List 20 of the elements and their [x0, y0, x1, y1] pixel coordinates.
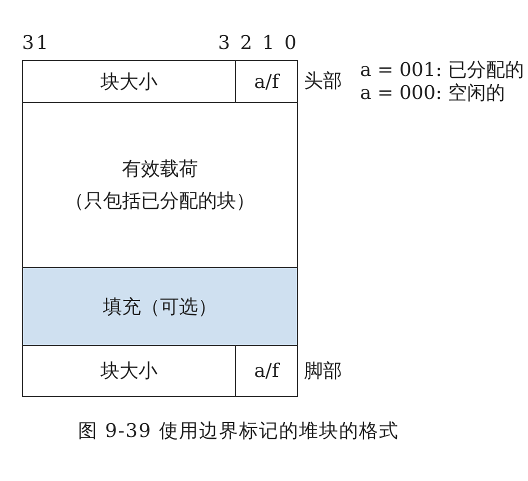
field-label: 块大小 [100, 359, 158, 384]
memory-field [22, 345, 236, 397]
memory-field [22, 102, 298, 268]
memory-field [22, 60, 236, 103]
bit-number: 31 [22, 32, 50, 54]
field-label: 块大小 [100, 70, 158, 94]
memory-field [235, 60, 298, 103]
field-label: a/f [254, 70, 279, 92]
memory-field [22, 267, 298, 346]
legend-note: a = 001: 已分配的 [360, 58, 524, 83]
field-label: 填充（可选） [103, 294, 217, 320]
legend-note: a = 000: 空闲的 [360, 81, 506, 106]
section-label: 头部 [304, 69, 342, 94]
field-label: （只包括已分配的块） [65, 189, 255, 214]
field-label: a/f [254, 360, 279, 382]
field-label: 有效载荷 [122, 157, 198, 182]
figure-caption: 图 9-39 使用边界标记的堆块的格式 [78, 419, 399, 444]
section-label: 脚部 [304, 359, 342, 384]
bit-numbers: 3 2 1 0 [218, 32, 298, 54]
memory-field [235, 345, 298, 397]
